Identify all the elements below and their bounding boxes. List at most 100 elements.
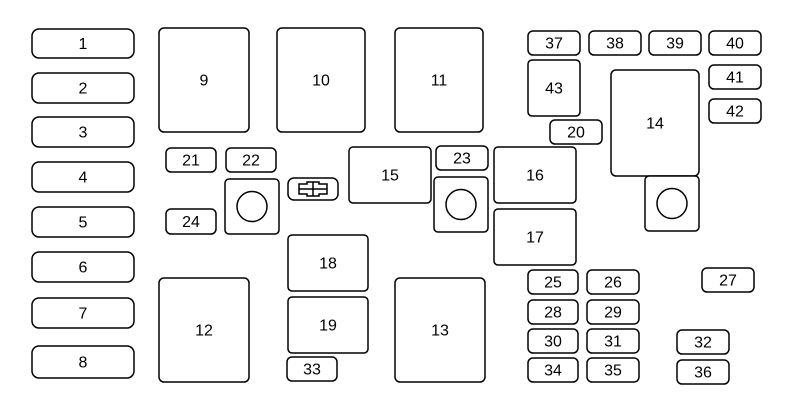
fuse-slot-18: 18 — [287, 234, 369, 292]
fuse-slot-25: 25 — [527, 269, 579, 295]
fuse-outline — [708, 98, 762, 124]
fuse-slot-23: 23 — [435, 145, 489, 171]
fuse-label: 27 — [719, 273, 737, 290]
fuse-slot-11: 11 — [394, 27, 484, 133]
fuse-outline — [586, 357, 640, 383]
fuse-outline — [648, 30, 702, 56]
fuse-label: 25 — [544, 275, 562, 292]
fuse-slot-27: 27 — [701, 267, 755, 293]
fuse-outline — [586, 328, 640, 354]
fuse-outline — [708, 30, 762, 56]
fuse-slot-22: 22 — [225, 147, 277, 173]
fuse-slot-19: 19 — [287, 296, 369, 354]
fuse-outline — [394, 27, 484, 133]
fuse-label: 16 — [526, 168, 544, 185]
fuse-label: 41 — [726, 70, 744, 87]
fuse-slot-33: 33 — [286, 356, 338, 382]
fuse-slot-28: 28 — [527, 299, 579, 325]
fuse-slot-13: 13 — [394, 277, 486, 383]
fuse-outline — [31, 345, 135, 379]
fuse-label: 1 — [79, 36, 88, 53]
fuse-outline — [31, 251, 135, 283]
fuse-slot-40: 40 — [708, 30, 762, 56]
fuse-outline — [31, 116, 135, 148]
fuse-label: 7 — [79, 306, 88, 323]
fuse-slot-3: 3 — [31, 116, 135, 148]
fuse-label: 15 — [381, 168, 399, 185]
fuse-label: 28 — [544, 305, 562, 322]
fuse-slot-38: 38 — [588, 30, 642, 56]
fuse-label: 5 — [79, 215, 88, 232]
fuse-outline — [276, 27, 366, 133]
fuse-outline — [586, 269, 640, 295]
fuse-outline — [287, 296, 369, 354]
fuse-outline — [701, 267, 755, 293]
fuse-label: 9 — [200, 73, 209, 90]
fuse-outline — [435, 145, 489, 171]
fuse-outline — [527, 328, 579, 354]
fuse-slot-17: 17 — [493, 208, 577, 266]
fuse-slot-9: 9 — [158, 27, 250, 133]
fuse-label: 35 — [604, 363, 622, 380]
fuse-label: 13 — [431, 323, 449, 340]
fuse-outline — [493, 146, 577, 204]
fuse-outline — [31, 72, 135, 104]
fuse-label: 17 — [526, 230, 544, 247]
mounting-socket-icon — [644, 175, 700, 232]
fuse-label: 39 — [666, 36, 684, 53]
fuse-outline — [588, 30, 642, 56]
fuse-label: 43 — [545, 81, 563, 98]
fuse-slot-32: 32 — [676, 329, 730, 355]
fuse-outline — [31, 28, 135, 59]
fuse-label: 30 — [544, 334, 562, 351]
fuse-slot-7: 7 — [31, 297, 135, 329]
fuse-slot-35: 35 — [586, 357, 640, 383]
fuse-outline — [527, 299, 579, 325]
fuse-slot-5: 5 — [31, 206, 135, 238]
fuse-label: 3 — [79, 125, 88, 142]
fuse-label: 21 — [182, 153, 200, 170]
fuse-slot-6: 6 — [31, 251, 135, 283]
fuse-slot-16: 16 — [493, 146, 577, 204]
fuse-label: 11 — [431, 73, 448, 90]
fuse-outline — [165, 147, 217, 173]
fuse-outline — [158, 277, 250, 383]
fuse-label: 37 — [545, 36, 563, 53]
fuse-slot-30: 30 — [527, 328, 579, 354]
fuse-slot-2: 2 — [31, 72, 135, 104]
fuse-slot-14: 14 — [610, 69, 700, 177]
fuse-slot-26: 26 — [586, 269, 640, 295]
fuse-label: 2 — [79, 81, 88, 98]
fuse-label: 18 — [319, 256, 337, 273]
fuse-label: 19 — [319, 318, 337, 335]
fuse-slot-43: 43 — [527, 59, 581, 117]
fuse-outline — [287, 234, 369, 292]
fuse-label: 34 — [544, 363, 562, 380]
fuse-slot-42: 42 — [708, 98, 762, 124]
fuse-label: 4 — [79, 170, 88, 187]
fuse-label: 6 — [79, 260, 88, 277]
fuse-slot-31: 31 — [586, 328, 640, 354]
fuse-slot-41: 41 — [708, 64, 762, 90]
mounting-socket-icon — [224, 178, 280, 235]
fuse-label: 23 — [453, 151, 471, 168]
fuse-outline — [31, 161, 135, 193]
fuse-label: 8 — [79, 355, 88, 372]
fuse-label: 33 — [303, 362, 321, 379]
fuse-outline — [348, 146, 432, 204]
fuse-label: 14 — [646, 116, 664, 133]
fuse-outline — [493, 208, 577, 266]
fuse-label: 22 — [242, 153, 260, 170]
fuse-slot-8: 8 — [31, 345, 135, 379]
fuse-label: 31 — [604, 334, 622, 351]
fuse-slot-34: 34 — [527, 357, 579, 383]
fuse-slot-10: 10 — [276, 27, 366, 133]
fuse-outline — [527, 269, 579, 295]
fuse-slot-24: 24 — [165, 208, 217, 235]
fuse-slot-21: 21 — [165, 147, 217, 173]
connector-plug-icon — [287, 177, 339, 201]
fuse-label: 29 — [604, 305, 622, 322]
fuse-slot-36: 36 — [676, 359, 730, 385]
fuse-label: 38 — [606, 36, 624, 53]
